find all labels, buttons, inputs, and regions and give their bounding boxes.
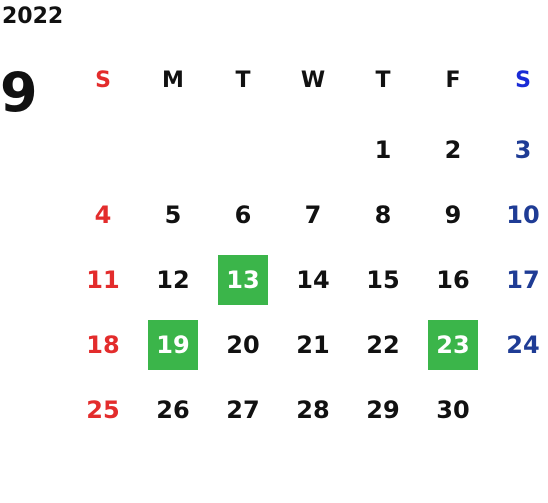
day-cell: 16 <box>436 266 470 294</box>
day-cell: 9 <box>444 201 462 229</box>
day-cell: 3 <box>514 136 532 164</box>
day-cell: 10 <box>506 201 540 229</box>
month-number: 9 <box>0 61 38 124</box>
day-cell: 14 <box>296 266 330 294</box>
weekday-label: W <box>300 68 326 93</box>
year-label: 2022 <box>2 4 64 29</box>
day-cell: 21 <box>296 331 330 359</box>
highlighted-day-cell: 23 <box>428 320 478 370</box>
day-cell: 28 <box>296 396 330 424</box>
highlighted-day-cell: 19 <box>148 320 198 370</box>
day-cell: 6 <box>234 201 252 229</box>
weekday-label: M <box>162 68 184 93</box>
day-cell: 5 <box>164 201 182 229</box>
weekday-label: S <box>515 68 531 93</box>
highlighted-day-cell: 13 <box>218 255 268 305</box>
day-cell: 4 <box>94 201 112 229</box>
day-cell: 1 <box>374 136 392 164</box>
day-cell: 17 <box>506 266 540 294</box>
weekday-label: S <box>95 68 111 93</box>
weekday-label: F <box>445 68 461 93</box>
day-cell: 20 <box>226 331 260 359</box>
day-cell: 15 <box>366 266 400 294</box>
day-cell: 27 <box>226 396 260 424</box>
day-cell: 25 <box>86 396 120 424</box>
day-cell: 29 <box>366 396 400 424</box>
day-cell: 2 <box>444 136 462 164</box>
day-cell: 22 <box>366 331 400 359</box>
day-cell: 18 <box>86 331 120 359</box>
day-cell: 8 <box>374 201 392 229</box>
day-cell: 24 <box>506 331 540 359</box>
day-cell: 12 <box>156 266 190 294</box>
day-cell: 11 <box>86 266 120 294</box>
day-cell: 7 <box>304 201 322 229</box>
weekday-label: T <box>235 68 251 93</box>
weekday-label: T <box>375 68 391 93</box>
day-cell: 26 <box>156 396 190 424</box>
day-cell: 30 <box>436 396 470 424</box>
